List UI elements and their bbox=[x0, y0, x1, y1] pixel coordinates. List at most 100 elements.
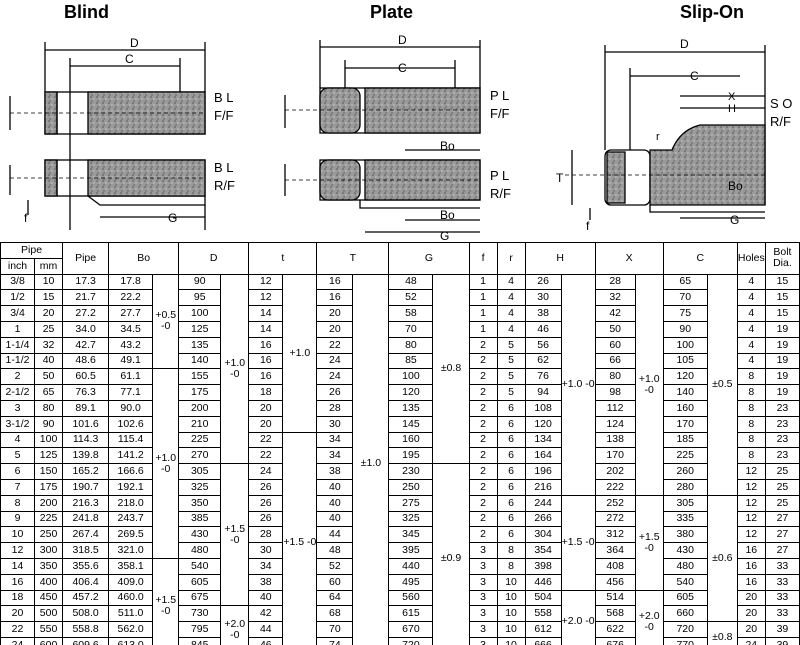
cell-c: 540 bbox=[662, 573, 708, 591]
cell-bo: 27.7 bbox=[108, 305, 154, 322]
cell-mm: 65 bbox=[34, 384, 64, 401]
cell-g: 395 bbox=[388, 542, 434, 559]
cell-f: 2 bbox=[468, 526, 498, 544]
cell-pipe: 457.2 bbox=[62, 589, 110, 607]
cell-h: 446 bbox=[524, 573, 562, 591]
cell-bolt: 25 bbox=[764, 494, 800, 512]
cell-T: 48 bbox=[316, 542, 354, 559]
cell-f: 2 bbox=[468, 415, 498, 433]
plate-drawing bbox=[284, 40, 481, 233]
cell-holes: 4 bbox=[736, 305, 766, 322]
tolerance-x: +1.5 -0 bbox=[634, 494, 664, 591]
tolerance-g: ±0.9 bbox=[432, 463, 470, 645]
header-pipe: Pipe bbox=[62, 242, 110, 275]
cell-d: 795 bbox=[178, 621, 222, 638]
cell-r: 8 bbox=[496, 557, 526, 575]
tolerance-h: +2.0 -0 bbox=[560, 589, 596, 645]
cell-d: 430 bbox=[178, 526, 222, 544]
cell-holes: 8 bbox=[736, 415, 766, 433]
slipon-bo-label: Bo bbox=[728, 179, 743, 193]
cell-h: 304 bbox=[524, 526, 562, 544]
cell-inch: 3/8 bbox=[0, 273, 36, 291]
cell-g: 48 bbox=[388, 273, 434, 291]
cell-d: 540 bbox=[178, 557, 222, 575]
cell-pipe: 508.0 bbox=[62, 605, 110, 623]
cell-pipe: 42.7 bbox=[62, 336, 110, 354]
cell-r: 4 bbox=[496, 273, 526, 291]
tolerance-bo: +1.5 -0 bbox=[152, 557, 180, 645]
slipon-f-label: f bbox=[586, 219, 590, 233]
cell-T: 34 bbox=[316, 431, 354, 449]
cell-inch: 10 bbox=[0, 526, 36, 544]
cell-bo: 77.1 bbox=[108, 384, 154, 401]
cell-bolt: 33 bbox=[764, 557, 800, 575]
cell-r: 5 bbox=[496, 368, 526, 386]
cell-holes: 12 bbox=[736, 463, 766, 480]
cell-inch: 3-1/2 bbox=[0, 415, 36, 433]
cell-bo: 269.5 bbox=[108, 526, 154, 544]
cell-t: 42 bbox=[248, 605, 284, 623]
cell-x: 42 bbox=[594, 305, 636, 322]
cell-mm: 15 bbox=[34, 289, 64, 307]
cell-t: 16 bbox=[248, 368, 284, 386]
cell-g: 100 bbox=[388, 368, 434, 386]
header-bolt-dia: Bolt Dia. bbox=[764, 242, 800, 275]
cell-holes: 8 bbox=[736, 384, 766, 401]
cell-mm: 32 bbox=[34, 336, 64, 354]
slipon-so-2: R/F bbox=[770, 114, 791, 129]
cell-x: 112 bbox=[594, 399, 636, 417]
cell-inch: 1-1/2 bbox=[0, 352, 36, 370]
cell-h: 46 bbox=[524, 320, 562, 338]
tolerance-t: +1.5 -0 bbox=[282, 431, 318, 645]
cell-holes: 4 bbox=[736, 320, 766, 338]
cell-T: 24 bbox=[316, 368, 354, 386]
cell-f: 2 bbox=[468, 447, 498, 465]
cell-f: 3 bbox=[468, 621, 498, 638]
cell-h: 354 bbox=[524, 542, 562, 559]
tolerance-d: +2.0 -0 bbox=[220, 605, 250, 645]
cell-pipe: 241.8 bbox=[62, 510, 110, 528]
cell-T: 16 bbox=[316, 289, 354, 307]
cell-inch: 20 bbox=[0, 605, 36, 623]
cell-pipe: 89.1 bbox=[62, 399, 110, 417]
cell-g: 275 bbox=[388, 494, 434, 512]
cell-holes: 12 bbox=[736, 526, 766, 544]
cell-r: 10 bbox=[496, 573, 526, 591]
cell-c: 70 bbox=[662, 289, 708, 307]
cell-g: 495 bbox=[388, 573, 434, 591]
cell-r: 5 bbox=[496, 336, 526, 354]
cell-T: 52 bbox=[316, 557, 354, 575]
cell-holes: 4 bbox=[736, 273, 766, 291]
cell-t: 34 bbox=[248, 557, 284, 575]
cell-pipe: 355.6 bbox=[62, 557, 110, 575]
blind-drawing bbox=[9, 42, 206, 230]
cell-pipe: 406.4 bbox=[62, 573, 110, 591]
cell-d: 225 bbox=[178, 431, 222, 449]
cell-T: 22 bbox=[316, 336, 354, 354]
cell-h: 244 bbox=[524, 494, 562, 512]
cell-holes: 24 bbox=[736, 636, 766, 645]
cell-T: 38 bbox=[316, 463, 354, 480]
cell-r: 10 bbox=[496, 621, 526, 638]
cell-x: 202 bbox=[594, 463, 636, 480]
cell-mm: 100 bbox=[34, 431, 64, 449]
plate-pl-rf-1: P L bbox=[490, 168, 509, 183]
cell-c: 100 bbox=[662, 336, 708, 354]
cell-c: 335 bbox=[662, 510, 708, 528]
cell-d: 140 bbox=[178, 352, 222, 370]
cell-h: 120 bbox=[524, 415, 562, 433]
cell-inch: 7 bbox=[0, 478, 36, 496]
cell-T: 68 bbox=[316, 605, 354, 623]
cell-bo: 358.1 bbox=[108, 557, 154, 575]
cell-t: 28 bbox=[248, 526, 284, 544]
cell-t: 20 bbox=[248, 415, 284, 433]
cell-x: 98 bbox=[594, 384, 636, 401]
cell-bo: 321.0 bbox=[108, 542, 154, 559]
